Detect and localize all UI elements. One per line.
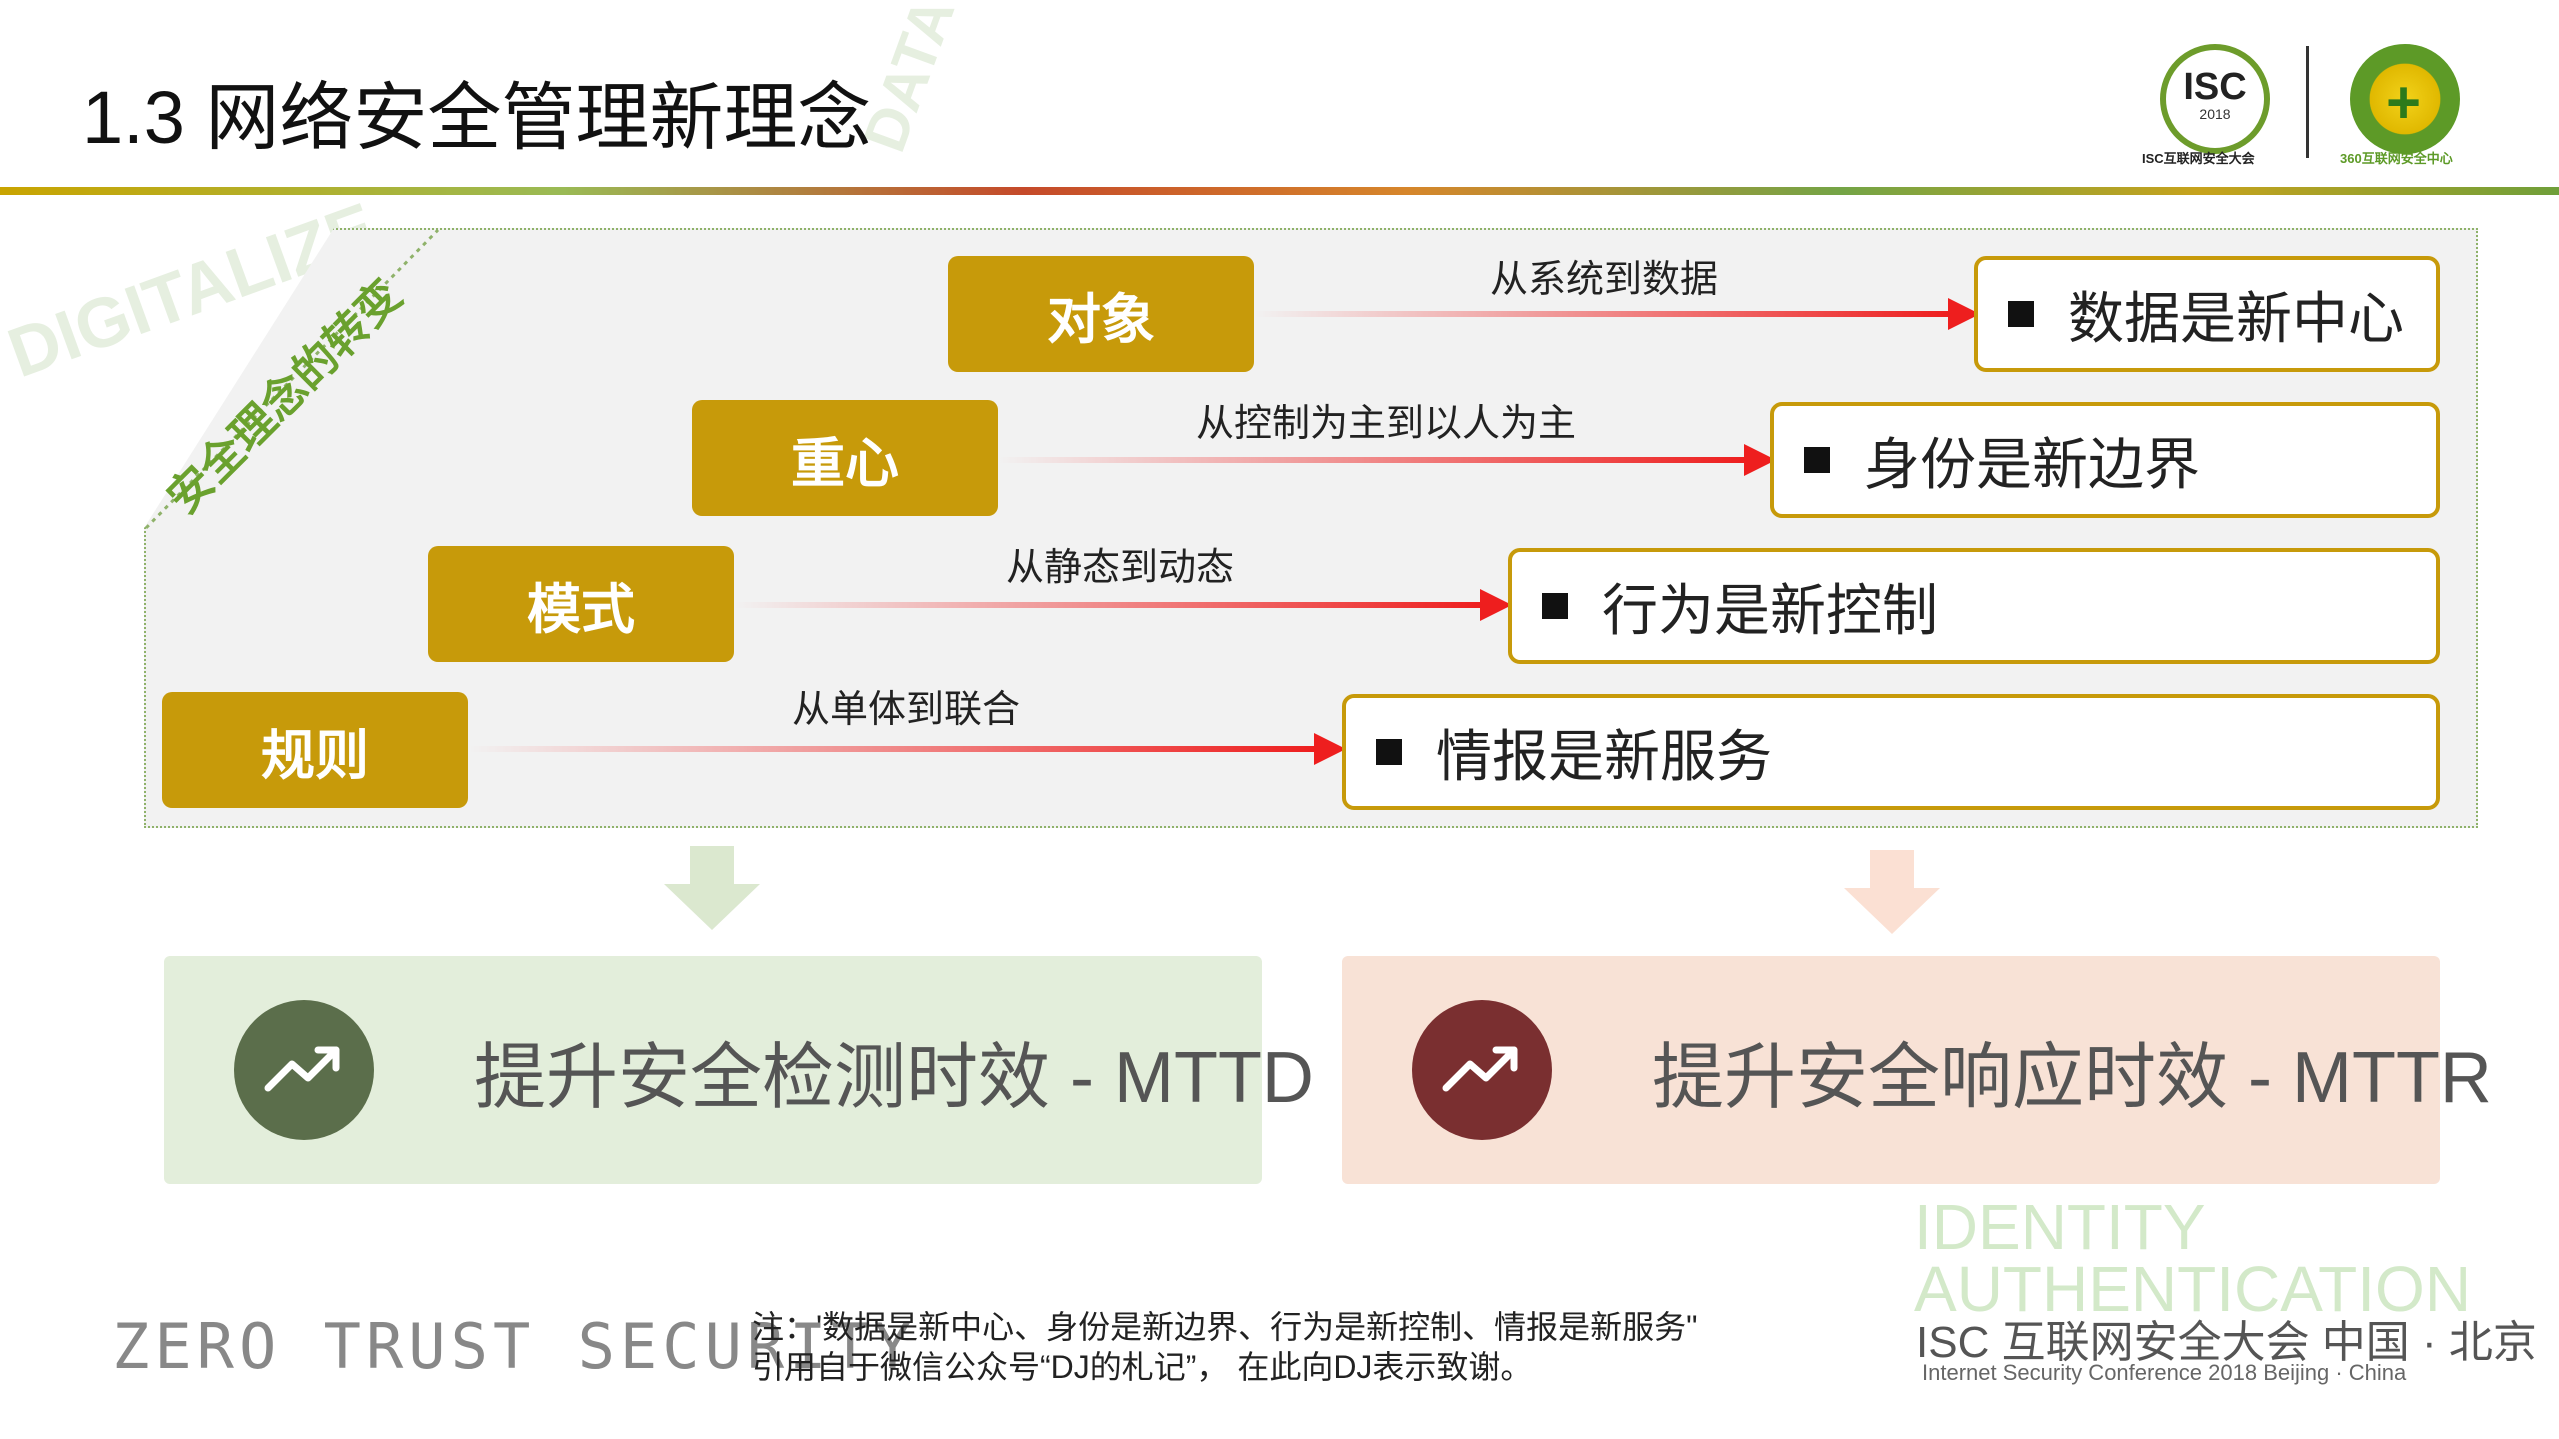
result-box: 情报是新服务 (1342, 694, 2440, 810)
transition-label: 从系统到数据 (1490, 259, 1719, 301)
transition-label: 从控制为主到以人为主 (1196, 403, 1577, 445)
watermark-identity: IDENTITY (1914, 1191, 2206, 1263)
slogan: ZERO TRUST SECURITY (112, 1310, 917, 1383)
result-text: 情报是新服务 (1436, 724, 1772, 788)
isc-logo-year: 2018 (2199, 106, 2231, 122)
key-box-rule: 规则 (162, 692, 468, 808)
result-text: 数据是新中心 (2068, 286, 2404, 350)
result-box: 行为是新控制 (1508, 548, 2440, 664)
watermark-authentication: AUTHENTICATION (1914, 1253, 2472, 1325)
transition-arrow (734, 589, 1512, 621)
plus-icon: + (2386, 69, 2422, 136)
result-box: 数据是新中心 (1974, 256, 2440, 372)
footnote-line1: 注：'数据是新中心、身份是新边界、行为是新控制、情报是新服务" (752, 1309, 1698, 1345)
key-box-mode: 模式 (428, 546, 734, 662)
trend-up-icon (234, 1000, 374, 1140)
result-text: 行为是新控制 (1602, 578, 1938, 642)
trend-up-icon (1412, 1000, 1552, 1140)
transition-arrow (998, 444, 1776, 476)
page-title: 1.3 网络安全管理新理念 (82, 76, 872, 159)
isc-logo: ISC 2018 (2160, 44, 2270, 154)
transition-label: 从静态到动态 (1006, 547, 1235, 589)
bullet-square-icon (1804, 447, 1830, 473)
mttd-text: 提升安全检测时效 - MTTD (474, 1037, 1314, 1118)
bullet-square-icon (1542, 593, 1568, 619)
logo-divider (2306, 46, 2309, 158)
isc-logo-text: ISC (2183, 66, 2247, 108)
bullet-square-icon (2008, 301, 2034, 327)
isc-logo-caption: ISC互联网安全大会 (2142, 151, 2255, 166)
mttr-text: 提升安全响应时效 - MTTR (1652, 1037, 2492, 1118)
result-box: 身份是新边界 (1770, 402, 2440, 518)
transition-arrow (468, 733, 1346, 765)
isc-footer-en: Internet Security Conference 2018 Beijin… (1922, 1360, 2407, 1385)
360-logo-caption: 360互联网安全中心 (2340, 151, 2453, 166)
header-rule (0, 187, 2559, 195)
key-box-focus: 重心 (692, 400, 998, 516)
mttr-card: 提升安全响应时效 - MTTR (1342, 956, 2492, 1184)
transition-label: 从单体到联合 (792, 689, 1021, 731)
down-arrow-green (664, 846, 760, 930)
footnote-line2: 引用自于微信公众号“DJ的札记”， 在此向DJ表示致谢。 (752, 1349, 1533, 1385)
transition-arrow (1254, 298, 1980, 330)
bullet-square-icon (1376, 739, 1402, 765)
key-box-object: 对象 (948, 256, 1254, 372)
down-arrow-peach (1844, 850, 1940, 934)
isc-footer-cn: ISC 互联网安全大会 中国 · 北京 (1916, 1318, 2537, 1367)
mttd-card: 提升安全检测时效 - MTTD (164, 956, 1314, 1184)
panel-diagonal-edge (144, 228, 440, 530)
result-text: 身份是新边界 (1864, 432, 2200, 496)
360-logo: + (2350, 44, 2460, 154)
